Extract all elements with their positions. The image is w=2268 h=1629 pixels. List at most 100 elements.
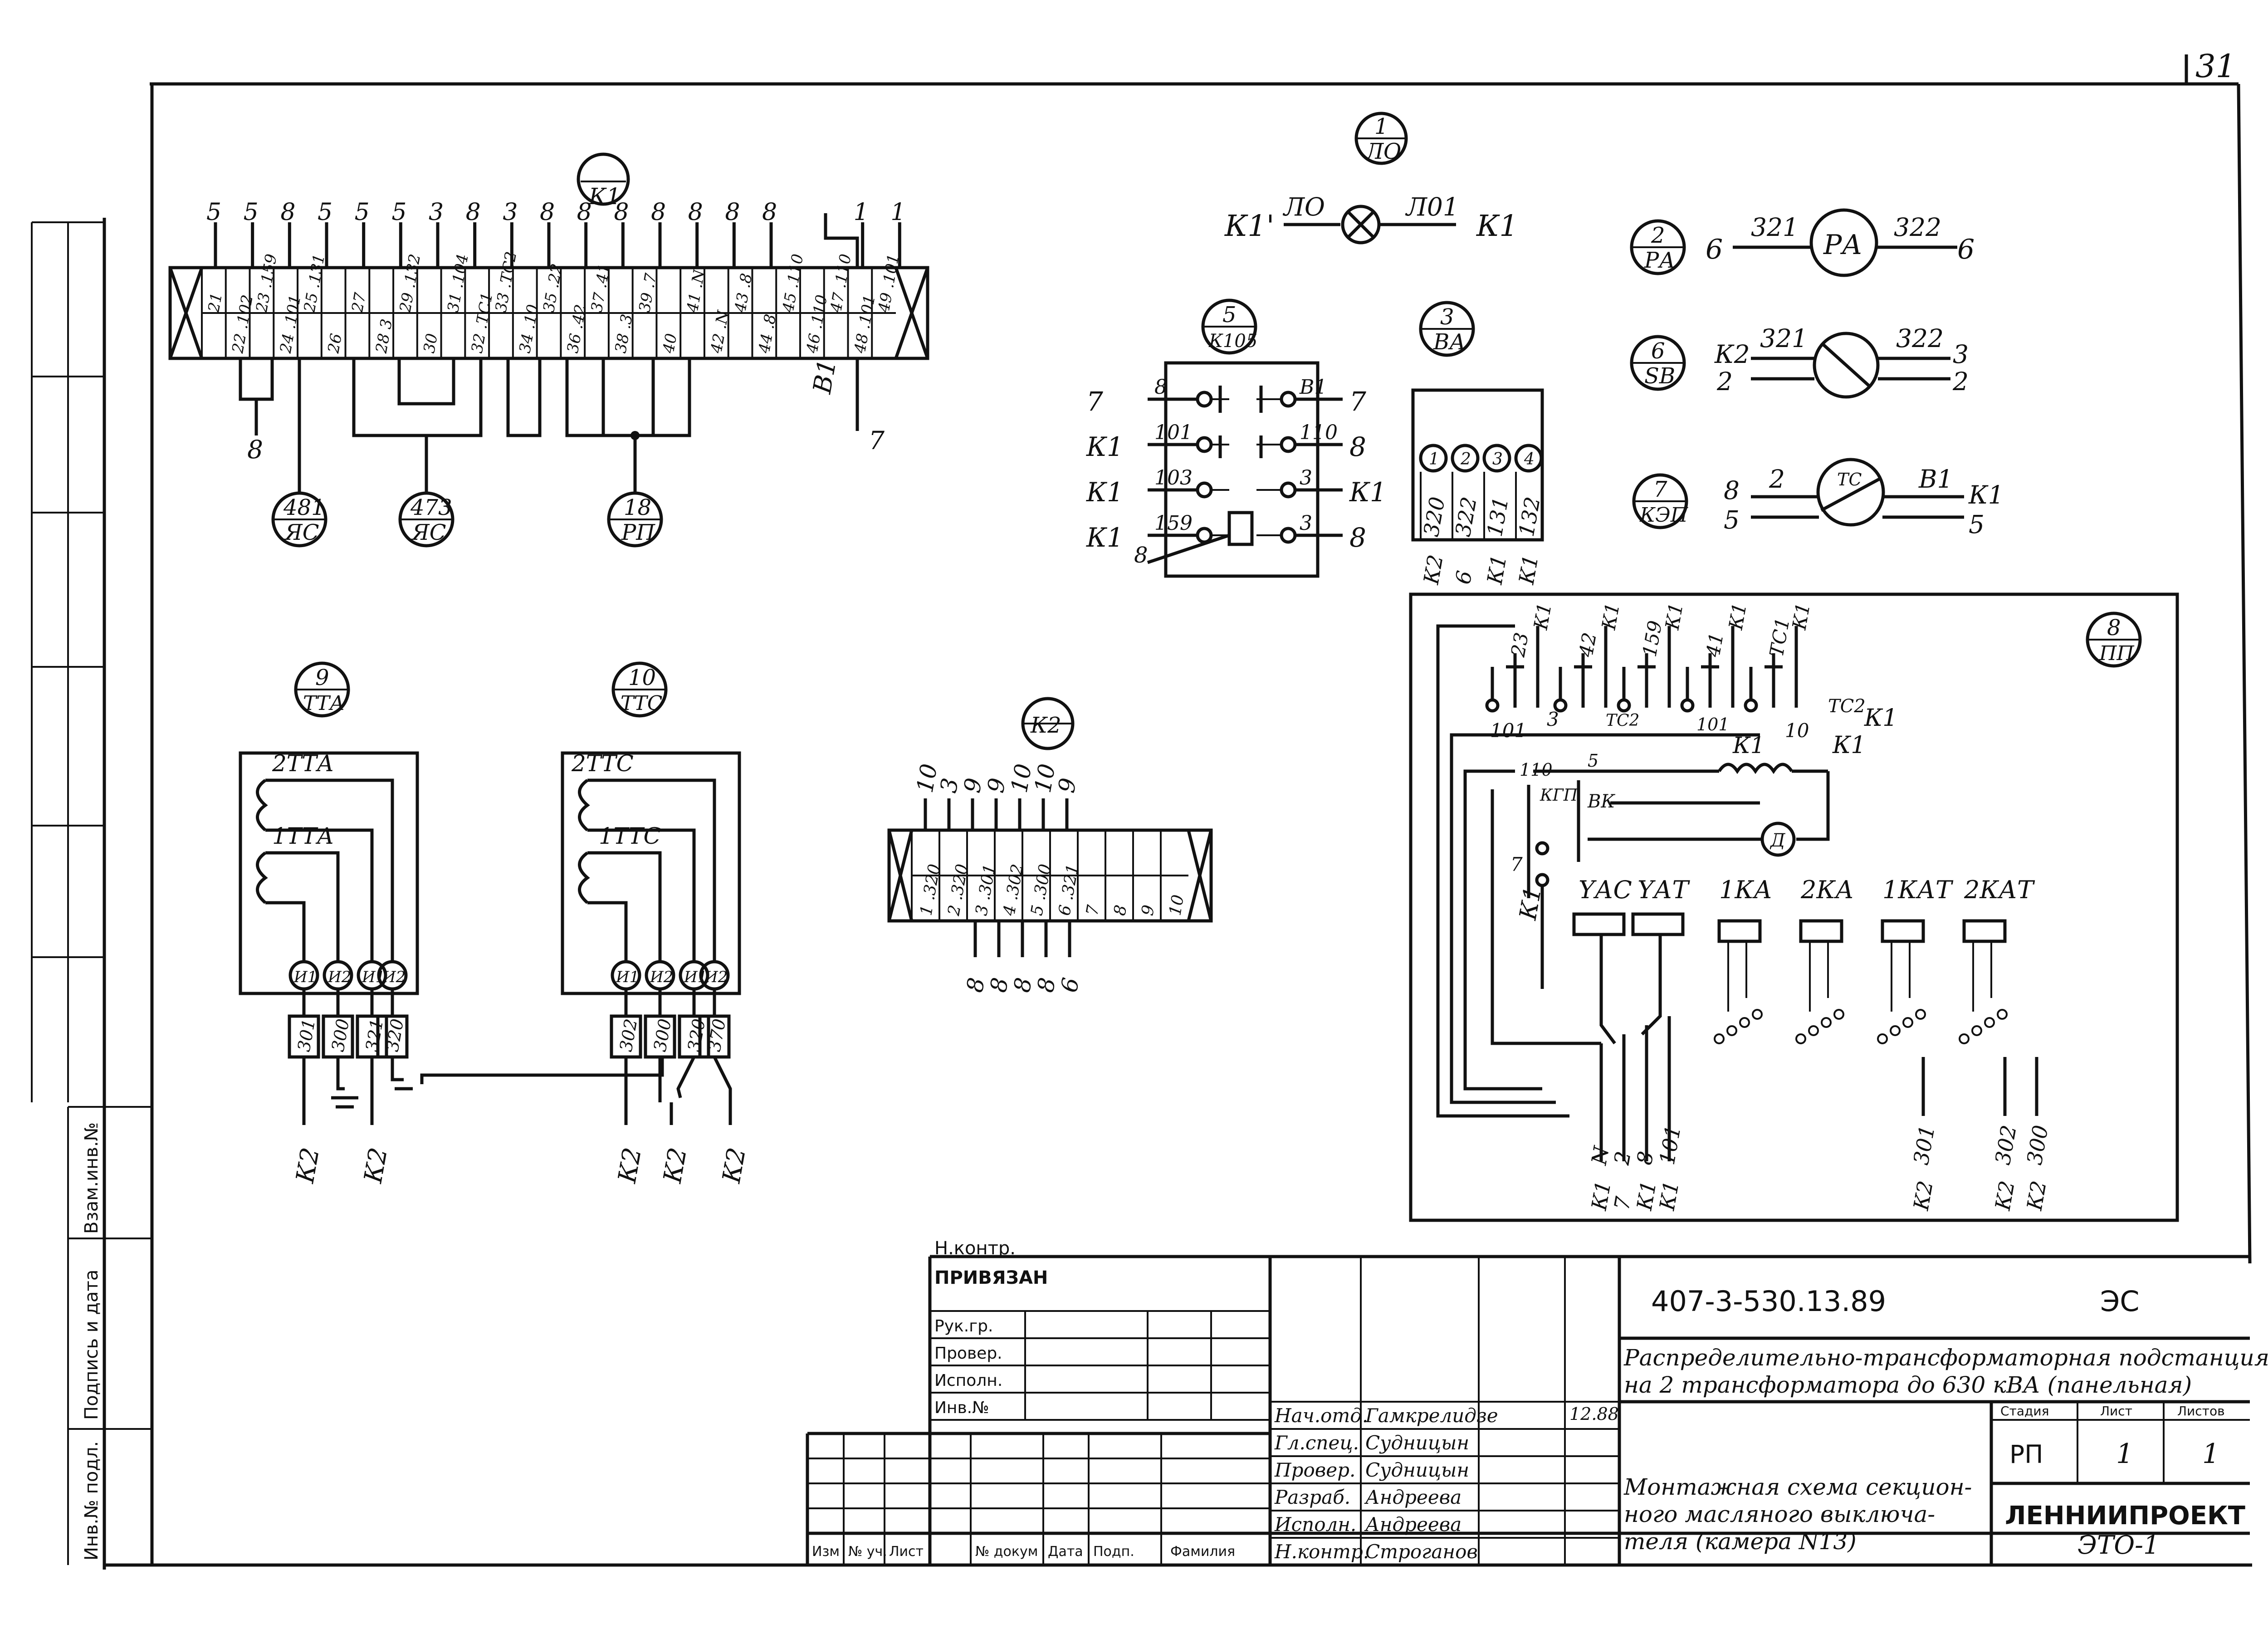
k105-right-dest: 8 — [1349, 522, 1366, 553]
tb-rev-header: № уч. — [848, 1544, 887, 1560]
tb-rev-header: Дата — [1048, 1544, 1083, 1560]
signal-lamp: 1 ЛО К1' ЛО Л01 К1 — [1224, 112, 1518, 245]
pp-coil-k1: К1 — [1732, 732, 1765, 758]
k105-right-num: 3 — [1300, 512, 1312, 535]
sb6-num: 6 — [1651, 338, 1665, 364]
k105-left-dest: К1 — [1086, 522, 1124, 553]
k105-right-dest: 8 — [1349, 431, 1366, 462]
pp-device-label: 1КА — [1719, 876, 1772, 904]
va3-sub: ВА — [1433, 329, 1466, 355]
tb-org: ЛЕННИИПРОЕКТ — [2005, 1501, 2245, 1531]
ct-dest-b3: К2 — [717, 1145, 752, 1185]
pp-bottom-dest: К1 — [1586, 1179, 1616, 1213]
pp-contact-dest: К1 — [1529, 601, 1556, 632]
bubble-rp18: 18 РП — [607, 491, 663, 548]
k1-top-label: 8 — [540, 199, 555, 226]
tb-code: 407-3-530.13.89 — [1651, 1285, 1886, 1318]
k1-b1-num: 7 — [869, 426, 885, 455]
k105-sub: К105 — [1208, 331, 1257, 352]
ys473-num: 473 — [410, 495, 452, 520]
pp-bottom-dest: К2 — [1990, 1179, 2019, 1213]
pp-relay-terminal — [1752, 1009, 1763, 1020]
kep7-sub: КЭП — [1639, 504, 1689, 527]
pp-device-label: YАТ — [1637, 876, 1691, 904]
pp-contact-num: 41 — [1701, 631, 1728, 659]
k105-left-dest: К1 — [1086, 477, 1124, 508]
pp-relay-terminal — [1808, 1025, 1819, 1036]
k105-left-num: 103 — [1154, 466, 1193, 489]
va3-num: 3 — [1440, 304, 1454, 330]
k1-left-lbl: 8 — [247, 435, 263, 464]
side-label-vzam: Взам.инв.№ — [81, 1122, 102, 1234]
k1-top-label: 3 — [429, 199, 444, 226]
lamp-right: К1 — [1476, 209, 1518, 243]
pp-relay-terminal — [1739, 1017, 1750, 1028]
bubble-ys473: 473 ЯС — [398, 491, 455, 548]
drawing-frame — [31, 54, 2252, 1570]
k2-top-label: 10 — [1006, 762, 1037, 795]
kep-w1: 2 — [1769, 465, 1785, 494]
tb-sheet-no: 1 — [2116, 1438, 2133, 1470]
pp-device-label: 2КАТ — [1964, 876, 2035, 904]
tb-rev-header: № докум — [975, 1544, 1038, 1560]
va-terminal-num: 4 — [1524, 450, 1535, 469]
kep-l2: 5 — [1724, 505, 1740, 534]
ct-dest-a1: К2 — [290, 1145, 325, 1185]
va-dest: К2 — [1418, 553, 1448, 587]
tb-project: Распределительно-трансформаторная подста… — [1623, 1345, 2268, 1398]
tb-sheet-h: Лист — [2100, 1404, 2132, 1419]
pp-3: 3 — [1547, 708, 1559, 730]
pp-bottom-dest: К2 — [2022, 1179, 2051, 1213]
tb-sheets: 1 — [2202, 1438, 2219, 1470]
sb-l2: 2 — [1716, 367, 1733, 396]
pp-bottom-dest: К1 — [1654, 1179, 1684, 1213]
lo1-num: 1 — [1374, 114, 1388, 139]
pp-relay-terminal — [1833, 1009, 1844, 1020]
tb-rev-header: Подп. — [1093, 1544, 1134, 1560]
pa-left: 6 — [1706, 234, 1723, 265]
k1-b1-lbl: В1 — [807, 357, 842, 396]
sb6-sub: SB — [1644, 363, 1675, 389]
pp-relay-coil — [1799, 919, 1843, 943]
k105-left-num: 159 — [1154, 512, 1193, 535]
va-dest: К1 — [1482, 553, 1511, 587]
k2-tag: К2 — [1030, 713, 1061, 738]
lamp-w1: ЛО — [1282, 192, 1325, 221]
pp-relay-terminal — [1726, 1025, 1737, 1036]
pa-w2: 322 — [1894, 213, 1941, 242]
sb-l1: К2 — [1714, 340, 1750, 369]
pp-relay-terminal — [1795, 1033, 1806, 1044]
pp-relay-terminal — [1714, 1033, 1725, 1044]
tb-signer-role: Провер. — [1274, 1459, 1355, 1481]
tb-signer-name: Гамкрелидзе — [1365, 1404, 1498, 1427]
va-dest: К1 — [1514, 553, 1543, 587]
pp-tc2b: ТС2 — [1828, 696, 1866, 717]
pp-contact-dest: К1 — [1661, 601, 1687, 632]
pp-coil-110: 110 — [1520, 760, 1553, 780]
kep-l1: 8 — [1724, 476, 1740, 505]
k1-top-label: 8 — [614, 199, 629, 226]
tta9-num: 9 — [315, 665, 329, 690]
tta-mid: 1ТТА — [272, 823, 334, 849]
tb-row-ispoln: Исполн. — [934, 1371, 1002, 1390]
pp-relay-terminal — [1959, 1033, 1970, 1044]
title-block — [806, 1255, 2250, 1565]
k1-top-label: 5 — [206, 199, 221, 226]
tb-nkontr: Н.контр. — [934, 1238, 1016, 1259]
k1-top-label: 1 — [854, 199, 869, 226]
tb-stage: РП — [2009, 1440, 2043, 1469]
ct-terminal-label: И1 — [293, 968, 317, 986]
ct-interconnect — [302, 1056, 732, 1125]
k105-right-num: 3 — [1300, 466, 1312, 489]
rp18-num: 18 — [624, 495, 651, 520]
va-terminal — [1482, 444, 1511, 473]
switch-sb: 6 SB К2 2 321 322 3 2 — [1630, 324, 1969, 399]
ct-terminal-label: И2 — [382, 968, 406, 986]
k1-top-label: 1 — [890, 199, 905, 226]
tb-sheets-h: Листов — [2177, 1404, 2225, 1419]
va-terminal — [1419, 444, 1448, 473]
pa2-num: 2 — [1651, 223, 1665, 248]
pp-k1a: К1 — [1864, 704, 1897, 732]
